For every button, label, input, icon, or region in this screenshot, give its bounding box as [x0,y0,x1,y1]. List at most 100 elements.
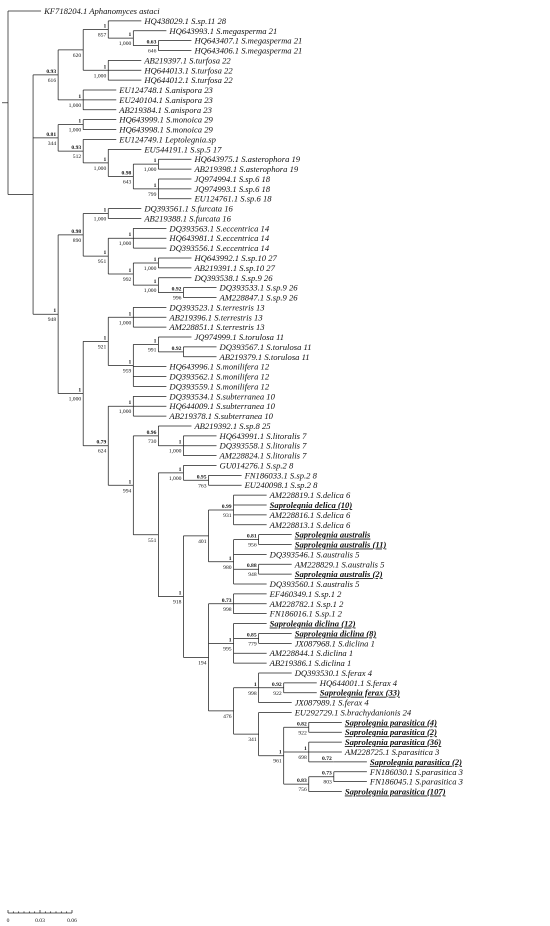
tip-label: DQ393546.1 S.australis 5 [269,549,360,559]
bootstrap-value: 890 [73,238,82,244]
tip-label: AB219386.1 S.diclina 1 [269,658,352,668]
tip-label: HQ643992.1 S.sp.10 27 [193,253,277,263]
tip-label: AB219391.1 S.sp.10 27 [193,263,275,273]
bootstrap-value: 1,000 [119,41,132,47]
posterior-probability: 1 [179,440,182,446]
posterior-probability: 1 [129,268,132,274]
tip-label: Saprolegnia australis (11) [295,540,387,550]
tip-label: AB219397.1 S.turfosa 22 [143,55,231,65]
posterior-probability: 1 [103,250,106,256]
posterior-probability: 1 [229,556,232,562]
bootstrap-value: 1,000 [144,266,157,272]
tip-label: AM228813.1 S.delica 6 [269,520,351,530]
posterior-probability: 0.81 [46,132,56,138]
posterior-probability: 0.92 [172,287,182,293]
posterior-probability: 1 [179,467,182,473]
bootstrap-value: 1,000 [94,217,107,223]
tip-label: AM228847.1 S.sp.9 26 [219,293,299,303]
bootstrap-value: 931 [223,513,232,519]
posterior-probability: 0.79 [96,440,106,446]
posterior-probability: 0.73 [322,771,332,777]
tip-label: AB219388.1 S.furcata 16 [143,213,231,223]
tip-label: HQ643993.1 S.megasperma 21 [168,26,277,36]
bootstrap-value: 756 [298,787,307,793]
posterior-probability: 0.98 [122,170,132,176]
bootstrap-value: 763 [198,483,207,489]
tip-label: HQ644001.1 S.ferax 4 [319,678,398,688]
posterior-probability: 1 [53,308,56,314]
tip-label: DQ393534.1 S.subterranea 10 [168,391,275,401]
bootstrap-value: 1,000 [69,128,82,134]
bootstrap-value: 1,000 [69,397,82,403]
tip-label: JQ974994.1 S.sp.6 18 [194,174,270,184]
posterior-probability: 1 [129,359,132,365]
tip-label: AM228844.1 S.diclina 1 [269,648,354,658]
tip-label: FN186033.1 S.sp.2 8 [244,470,318,480]
tip-label: DQ393559.1 S.monilifera 12 [168,381,269,391]
scale-label: 0.03 [35,918,45,924]
bootstrap-value: 620 [73,53,82,59]
tip-label: Saprolegnia australis (2) [295,569,383,579]
tip-label: DQ393562.1 S.monilifera 12 [168,372,269,382]
tip-label: AM228725.1 S.parasitica 3 [344,747,440,757]
tip-label: AB219379.1 S.torulosa 11 [219,352,310,362]
posterior-probability: 1 [103,64,106,70]
tip-label: AB219392.1 S.sp.8 25 [193,421,271,431]
bootstrap-value: 857 [98,33,107,39]
bootstrap-value: 1,000 [119,241,132,247]
bootstrap-value: 341 [248,737,257,743]
tip-label: HQ438029.1 S.sp.11 28 [143,16,226,26]
tip-label: AM228782.1 S.sp.1 2 [269,599,344,609]
posterior-probability: 1 [103,157,106,163]
tip-label: HQ644013.1 S.turfosa 22 [143,65,233,75]
bootstrap-value: 1,000 [69,103,82,109]
tip-label: JX087968.1 S.diclina 1 [295,638,375,648]
tip-label: EU240098.1 S.sp.2 8 [244,480,319,490]
posterior-probability: 0.99 [222,504,232,510]
tip-label: DQ393556.1 S.eccentrica 14 [168,243,269,253]
tip-label: EU124761.1 S.sp.6 18 [193,194,272,204]
tip-label: GU014276.1 S.sp.2 8 [220,460,294,470]
tip-label: DQ393533.1 S.sp.9 26 [219,283,299,293]
tip-label: HQ643998.1 S.monoica 29 [118,125,213,135]
bootstrap-value: 959 [123,368,132,374]
tip-label: Saprolegnia delica (10) [270,500,353,510]
tip-label: Saprolegnia parasitica (2) [370,757,462,767]
tip-label: FN186016.1 S.sp.1 2 [269,609,343,619]
tip-label: AM228816.1 S.delica 6 [269,510,351,520]
scale-label: 0.06 [67,918,77,924]
tip-label: AM228819.1 S.delica 6 [269,490,351,500]
tip-label: HQ643996.1 S.monilifera 12 [168,362,269,372]
bootstrap-value: 1,000 [94,73,107,79]
posterior-probability: 1 [229,637,232,643]
tip-label: EU240104.1 S.anispora 23 [118,95,213,105]
posterior-probability: 0.92 [272,682,282,688]
tip-label: Saprolegnia australis [295,530,371,540]
bootstrap-value: 401 [198,539,207,545]
tip-label: HQ643991.1 S.litoralis 7 [219,431,308,441]
bootstrap-value: 476 [223,714,232,720]
posterior-probability: 0.81 [247,534,257,540]
posterior-probability: 1 [279,750,282,756]
posterior-probability: 0.73 [222,598,232,604]
posterior-probability: 1 [129,400,132,406]
posterior-probability: 1 [129,32,132,38]
bootstrap-value: 1,000 [144,288,157,294]
bootstrap-value: 996 [173,296,182,302]
tip-label: DQ393523.1 S.terrestris 13 [168,302,264,312]
bootstrap-value: 922 [273,691,282,697]
bootstrap-value: 1,000 [119,320,132,326]
tip-label: DQ393561.1 S.furcata 16 [143,204,233,214]
posterior-probability: 1 [78,388,81,394]
bootstrap-value: 799 [148,192,157,198]
posterior-probability: 1 [154,338,157,344]
tip-label: DQ393567.1 S.torulosa 11 [219,342,312,352]
bootstrap-value: 980 [223,565,232,571]
bootstrap-value: 779 [248,641,257,647]
posterior-probability: 1 [179,591,182,597]
tip-label: AB219384.1 S.anispora 23 [118,105,212,115]
bootstrap-value: 998 [248,691,257,697]
